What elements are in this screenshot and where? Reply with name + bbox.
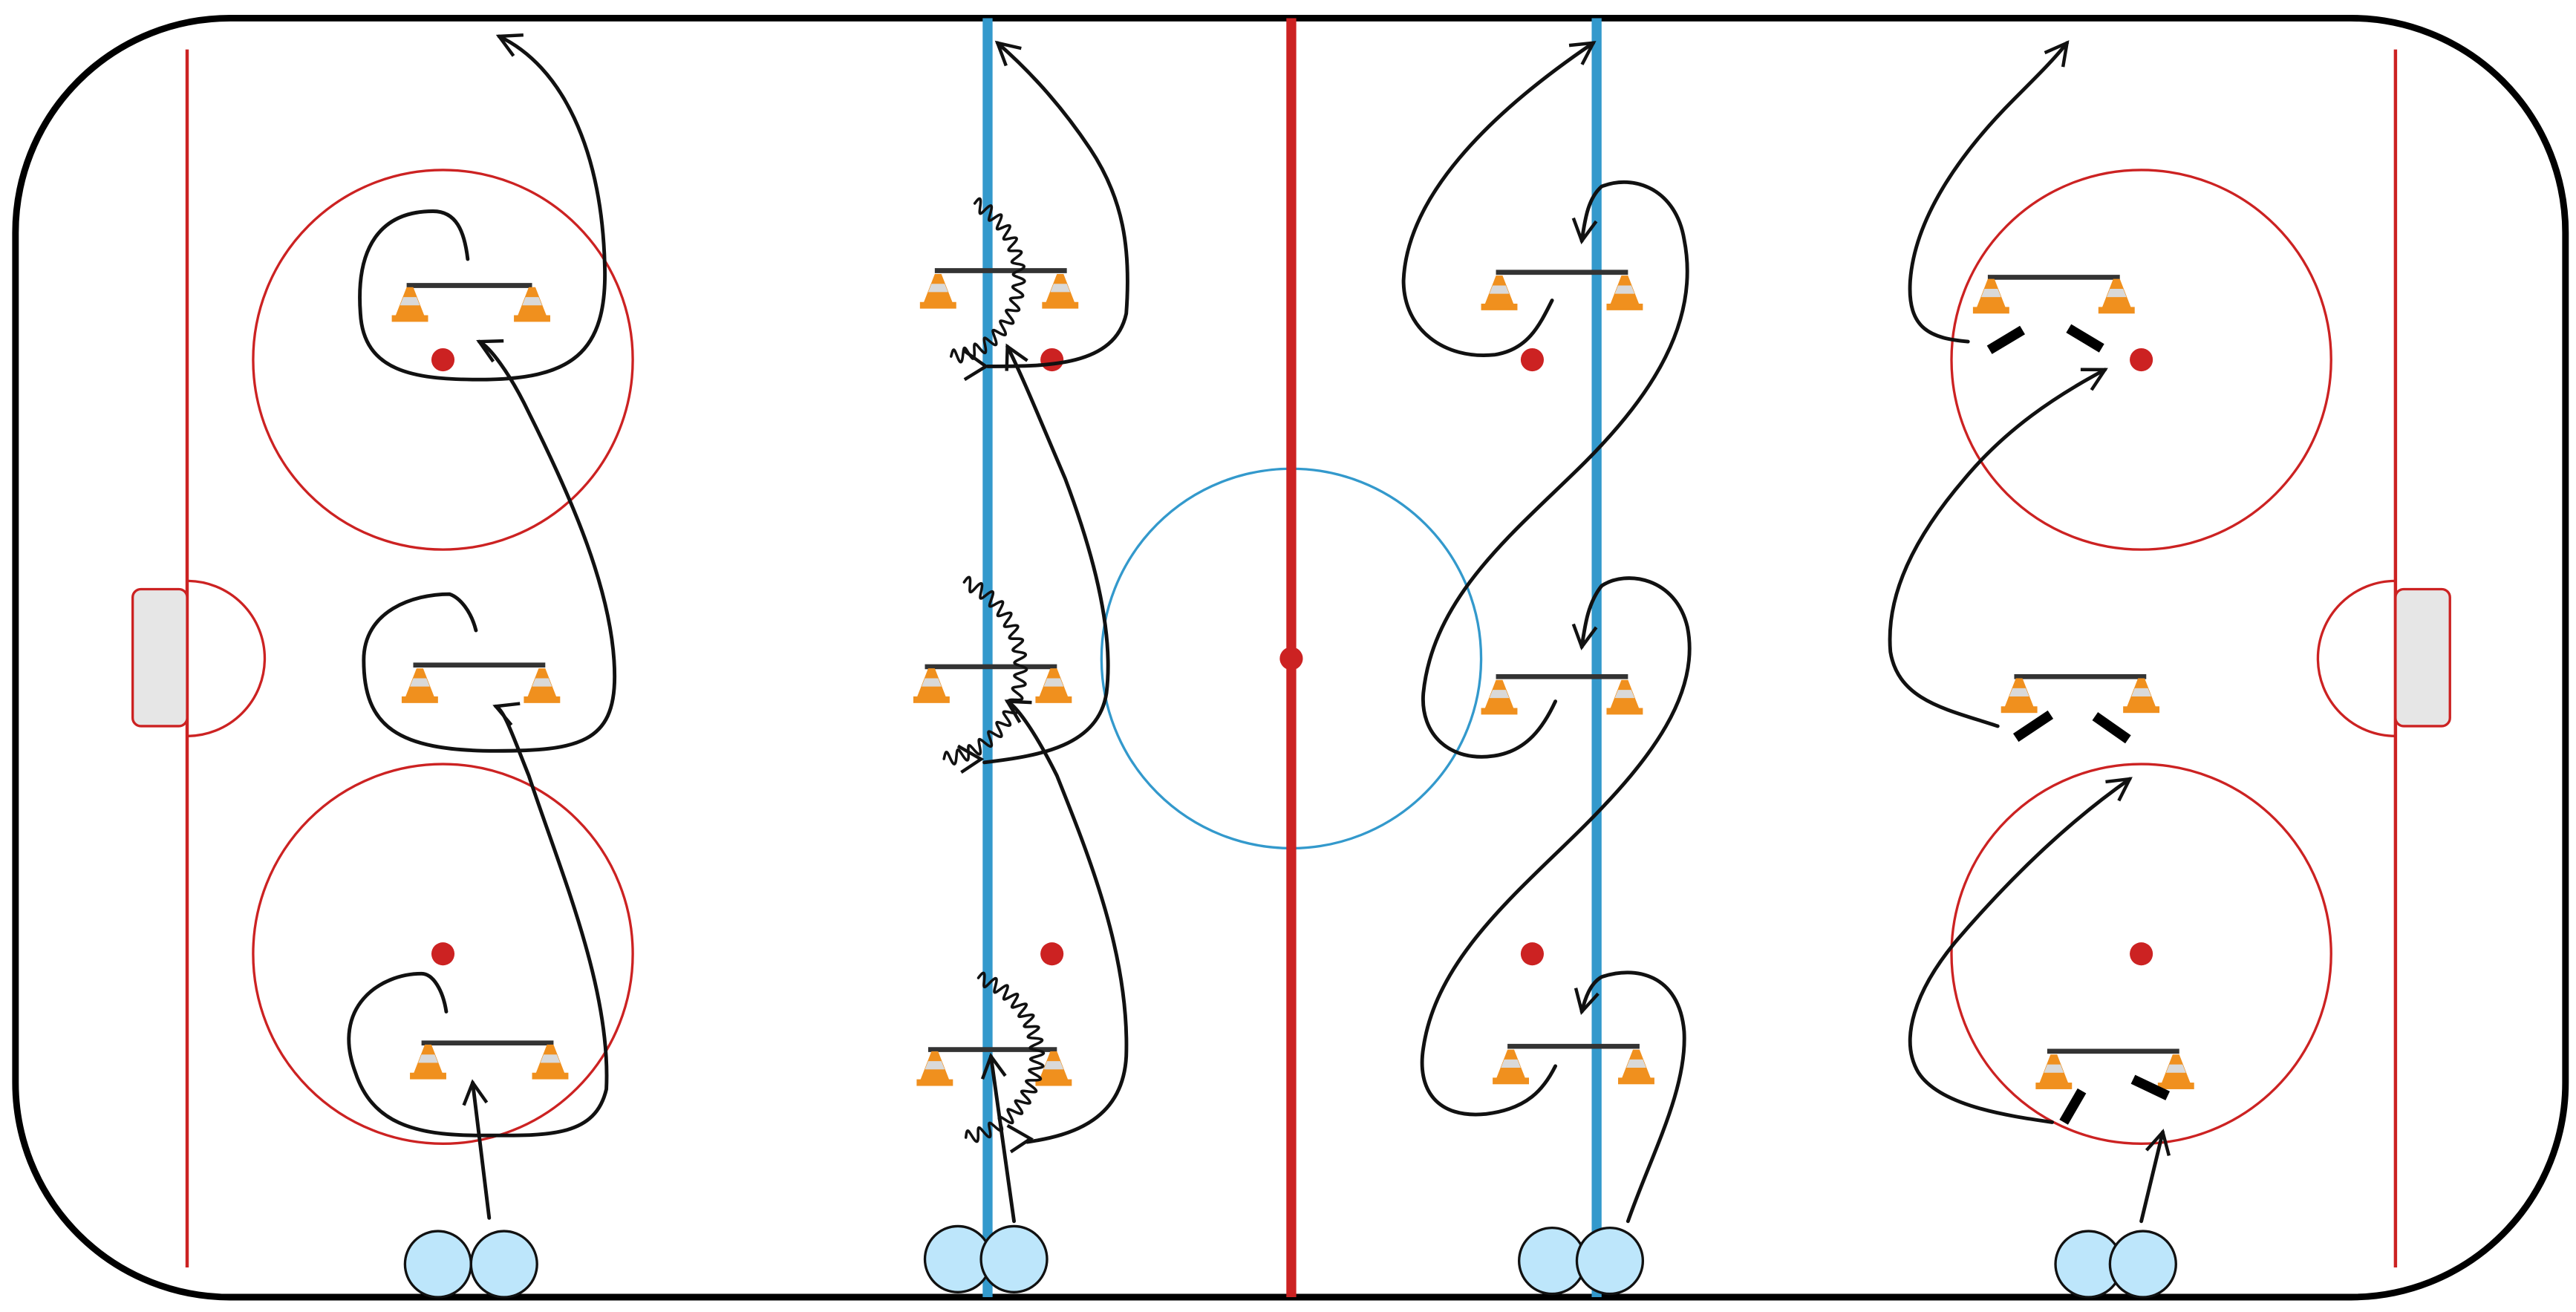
stick-icon — [2059, 1088, 2087, 1125]
skate-path — [980, 1052, 1016, 1224]
skate-path — [1888, 368, 2108, 728]
skate-path — [1574, 970, 1686, 1224]
cone-pair — [401, 662, 561, 703]
cone-pairs — [391, 268, 2194, 1089]
skate-path — [982, 343, 1110, 765]
player-icon — [1575, 1226, 1645, 1296]
sticks — [1986, 324, 2171, 1125]
skate-paths — [347, 33, 2171, 1224]
stick-icon — [2130, 1074, 2171, 1100]
skate-path — [2139, 1129, 2171, 1224]
skate-path — [1401, 41, 1597, 358]
stick-icon — [1986, 325, 2026, 354]
cone-pair — [1493, 1043, 1654, 1085]
faceoff-dot-icon — [431, 942, 455, 966]
player-icon — [1518, 1226, 1587, 1296]
faceoff-circle-top-left — [252, 169, 634, 551]
puck-handling-path — [950, 197, 1026, 364]
faceoff-circle-top-right — [1950, 169, 2332, 551]
arrow-icon — [956, 744, 985, 774]
player-icon — [979, 1224, 1049, 1293]
player-icon — [469, 1230, 538, 1299]
goal-crease-right — [2316, 579, 2396, 737]
stick-icon — [2066, 324, 2104, 353]
goal-crease-left — [186, 579, 267, 737]
puck-handling-arrowheads — [956, 348, 1034, 1154]
cone-pair — [1481, 270, 1643, 310]
faceoff-dot-icon — [1520, 942, 1545, 966]
skate-path — [1421, 180, 1689, 759]
faceoff-dot-icon — [1279, 647, 1303, 670]
skate-path — [1908, 40, 2070, 344]
arrow-icon — [962, 348, 989, 382]
faceoff-dot-icon — [431, 347, 455, 372]
arrow-icon — [1006, 1123, 1034, 1154]
cone-pair — [1481, 673, 1643, 715]
puck-handling-paths — [942, 197, 1046, 1143]
skate-path — [1420, 576, 1692, 1117]
skate-path — [358, 33, 607, 382]
cone-pair — [1972, 275, 2135, 314]
faceoff-dot-icon — [1520, 347, 1545, 372]
faceoff-dot-icon — [2130, 942, 2153, 966]
faceoff-dot-icon — [2130, 347, 2153, 372]
stick-icon — [2092, 712, 2131, 744]
players — [403, 1224, 2177, 1299]
skate-path — [347, 702, 609, 1138]
skate-path — [985, 40, 1129, 368]
skate-path — [1004, 699, 1129, 1144]
skate-path — [362, 339, 617, 753]
puck-handling-path — [964, 971, 1046, 1143]
faceoff-dots — [431, 347, 2153, 966]
player-icon — [2108, 1230, 2177, 1299]
player-icon — [403, 1230, 472, 1299]
faceoff-circle-bottom-left — [252, 763, 634, 1145]
puck-handling-path — [942, 575, 1028, 766]
goal-net-left — [131, 587, 189, 728]
cone-pair — [2035, 1048, 2194, 1089]
cone-pair — [2001, 673, 2160, 714]
skate-path — [1908, 777, 2133, 1124]
cone-pair — [919, 268, 1079, 309]
faceoff-circle-bottom-right — [1950, 763, 2332, 1145]
cone-pair — [391, 283, 550, 322]
stick-icon — [2012, 710, 2054, 743]
faceoff-dot-icon — [1040, 942, 1064, 966]
cone-pair — [410, 1040, 569, 1080]
goal-net-right — [2394, 587, 2451, 728]
skate-path — [462, 1079, 492, 1220]
faceoff-dot-icon — [1040, 347, 1064, 372]
cone-pair — [913, 664, 1072, 703]
